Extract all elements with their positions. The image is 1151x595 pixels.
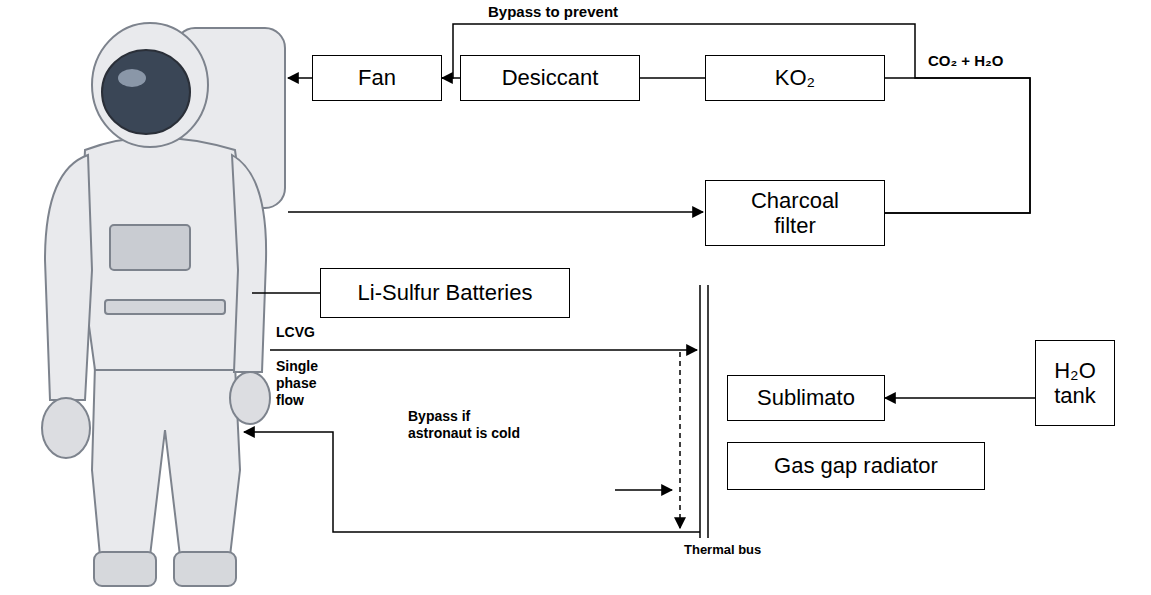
annotation: Thermal bus <box>684 542 784 558</box>
lcvg-line <box>270 349 697 351</box>
visor <box>102 50 190 134</box>
annotation: Bypass if astronaut is cold <box>408 408 533 442</box>
process-box: KO₂ <box>705 55 885 101</box>
box-label: Sublimato <box>757 385 855 410</box>
box-label: H₂O tank <box>1045 358 1105 409</box>
box-label: Gas gap radiator <box>774 453 938 478</box>
process-box: Gas gap radiator <box>727 442 985 490</box>
process-box: Sublimato <box>727 375 885 421</box>
astronaut-figure <box>42 23 285 586</box>
pointer-arrow <box>615 489 672 491</box>
left-boot <box>94 552 156 586</box>
process-box: Li-Sulfur Batteries <box>320 268 570 318</box>
flow-connector <box>885 397 1035 399</box>
annotation: Single phase flow <box>276 358 328 408</box>
bypass-line <box>679 352 681 528</box>
process-box: Fan <box>312 55 442 101</box>
flow-connector <box>885 78 1030 213</box>
box-label: KO₂ <box>775 65 815 90</box>
wire <box>252 292 320 294</box>
right-glove <box>230 372 270 424</box>
chest-panel <box>110 225 190 270</box>
box-label: Li-Sulfur Batteries <box>358 280 533 305</box>
left-arm <box>45 155 92 400</box>
box-label: Fan <box>358 65 396 90</box>
box-label: Desiccant <box>502 65 599 90</box>
visor-highlight <box>118 69 146 87</box>
edge-label: CO₂ + H₂O <box>925 52 1006 70</box>
thermal-bus <box>699 285 701 538</box>
suit-legs <box>92 365 240 556</box>
right-arm <box>232 155 266 372</box>
left-glove <box>42 398 90 458</box>
process-box: Desiccant <box>460 55 640 101</box>
process-box: Charcoal filter <box>705 180 885 246</box>
flow-arrow <box>288 77 312 79</box>
box-label: Charcoal filter <box>740 188 850 239</box>
flow-connector <box>640 77 705 79</box>
right-boot <box>174 552 236 586</box>
suit-torso <box>80 138 250 371</box>
edge-label: Bypass to prevent <box>485 3 621 21</box>
annotation: LCVG <box>276 324 356 341</box>
process-box: H₂O tank <box>1035 340 1115 426</box>
lcvg-return <box>244 432 700 532</box>
helmet <box>92 23 208 147</box>
flow-arrow <box>288 211 703 213</box>
waist-ring <box>105 300 225 314</box>
thermal-bus <box>707 285 709 538</box>
